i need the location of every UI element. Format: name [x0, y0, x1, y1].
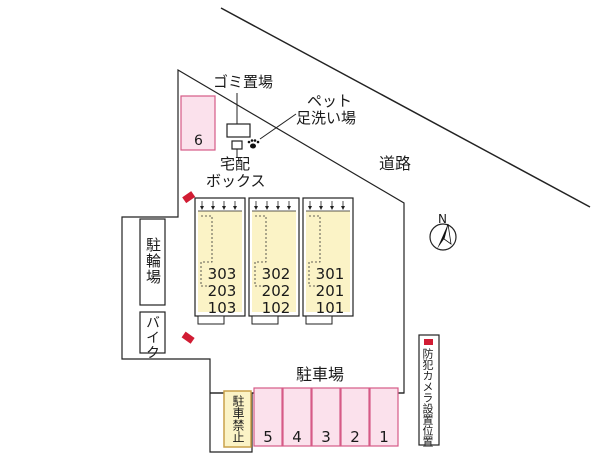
- pet-wash-station: [231, 140, 243, 150]
- parking-space: [253, 387, 283, 447]
- unit-balcony: [251, 315, 279, 325]
- garbage-area: [226, 123, 251, 138]
- delivery-box-label-line2: ボックス: [206, 172, 266, 190]
- parking-space-6: [180, 95, 216, 151]
- entrance-arrow-icon: [276, 206, 280, 210]
- paw-icon: [247, 139, 260, 149]
- road-edge-line: [220, 7, 591, 208]
- north-arrow-icon: [429, 223, 457, 251]
- parking-space: [369, 387, 399, 447]
- unit-floor: [306, 211, 350, 312]
- entrance-arrow-icon: [211, 206, 215, 210]
- entrance-arrow-icon: [233, 206, 237, 210]
- parking-space: [311, 387, 341, 447]
- unit-balcony: [197, 315, 225, 325]
- apartment-building: [194, 197, 354, 325]
- pet-wash-label-line1: ペット: [307, 92, 353, 110]
- no-parking-zone: [223, 390, 252, 448]
- unit-number: 303: [207, 265, 237, 283]
- security-camera-icon: [181, 191, 196, 344]
- pet-wash-leader-line: [259, 113, 297, 140]
- road-label: 道路: [379, 154, 412, 173]
- unit-number: 301: [315, 265, 345, 283]
- delivery-box-label-line1: 宅配: [220, 155, 251, 173]
- garbage-area-label: ゴミ置場: [213, 73, 274, 91]
- parking-space-number: 4: [292, 428, 302, 446]
- entrance-arrow-icon: [330, 206, 334, 210]
- entrance-arrow-icon: [200, 206, 204, 210]
- entrance-arrow-icon: [319, 206, 323, 210]
- north-label: N: [438, 212, 447, 226]
- entrance-arrow-icon: [222, 206, 226, 210]
- parking-space-6-number: 6: [194, 133, 203, 149]
- entrance-arrow-icon: [341, 206, 345, 210]
- unit-number: 203: [207, 282, 237, 300]
- bike-parking-area: [139, 311, 166, 354]
- entrance-arrow-icon: [265, 206, 269, 210]
- pet-wash-label-line2: 足洗い場: [296, 109, 357, 127]
- unit-number: 302: [261, 265, 291, 283]
- camera-legend-box: [418, 334, 440, 446]
- bicycle-parking-label: 駐輪場: [144, 237, 162, 285]
- parking-space-number: 3: [321, 428, 331, 446]
- parking-space-number: 5: [263, 428, 273, 446]
- camera-legend-icon: [424, 339, 433, 345]
- entrance-arrow-icon: [308, 206, 312, 210]
- entrance-arrow-icon: [254, 206, 258, 210]
- unit-number: 201: [315, 282, 345, 300]
- unit-number: 202: [261, 282, 291, 300]
- parking-lot-label: 駐車場: [296, 365, 345, 384]
- entrance-arrow-icon: [287, 206, 291, 210]
- parking-space-number: 1: [379, 428, 389, 446]
- unit-number: 103: [207, 299, 237, 317]
- parking-lot: [253, 387, 399, 447]
- parking-space: [282, 387, 312, 447]
- unit-floor: [252, 211, 296, 312]
- parking-space-number: 2: [350, 428, 360, 446]
- parking-space: [340, 387, 370, 447]
- unit-number: 102: [261, 299, 291, 317]
- no-parking-label: 駐車禁止: [231, 395, 245, 443]
- bicycle-parking-area: [139, 218, 166, 306]
- unit-number: 101: [315, 299, 345, 317]
- bike-label: バイク: [144, 315, 160, 360]
- unit-floor: [198, 211, 242, 312]
- camera-legend-label: 防犯カメラ設置位置: [421, 348, 434, 447]
- unit-balcony: [305, 315, 333, 325]
